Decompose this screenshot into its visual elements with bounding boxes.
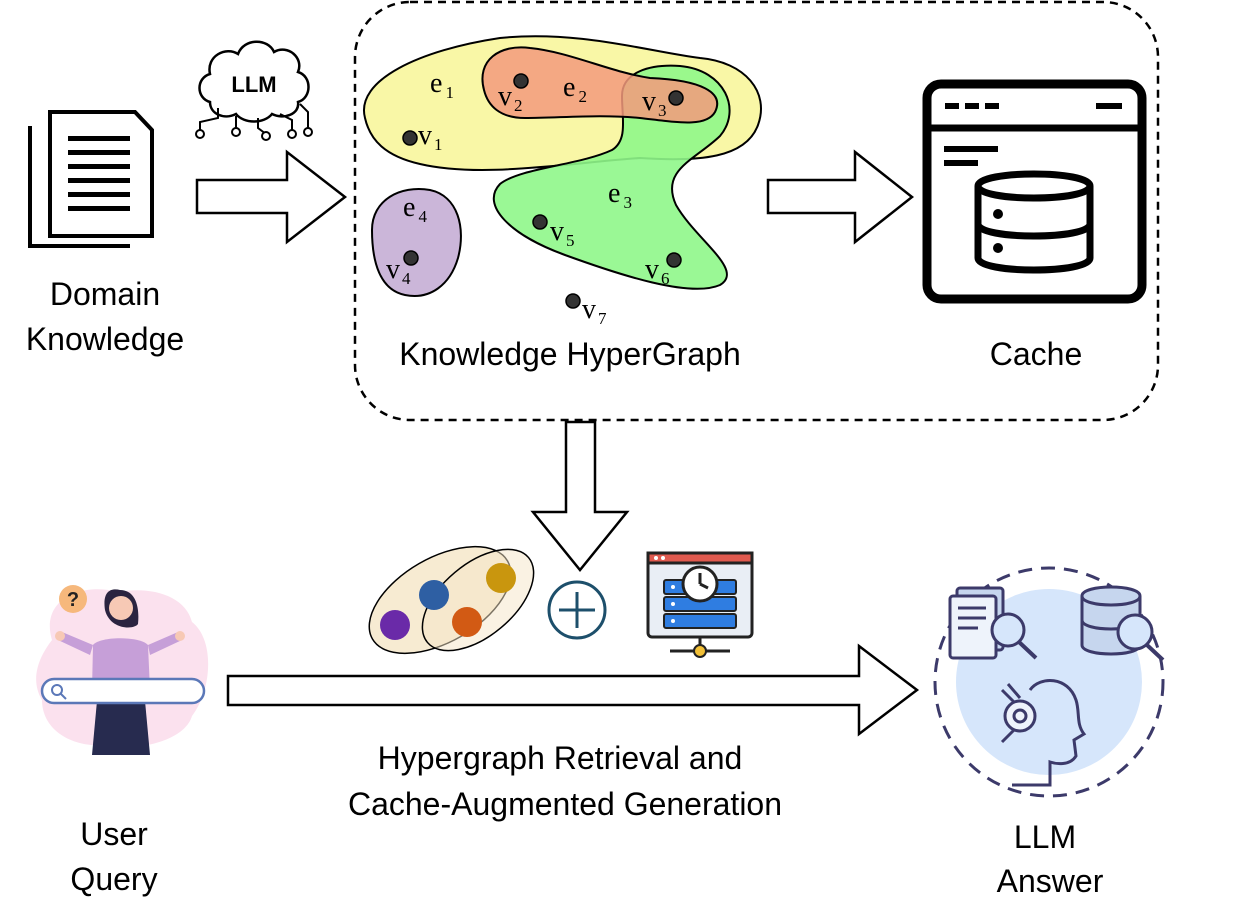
llm-brain-icon: LLM <box>195 40 313 141</box>
domain-knowledge-label-2: Knowledge <box>26 321 184 357</box>
hyperedge-e2 <box>481 46 719 124</box>
search-icon <box>51 684 63 696</box>
node-v3 <box>668 90 684 106</box>
dot-blue <box>419 580 449 610</box>
llm-answer-label-2: Answer <box>997 863 1104 899</box>
question-mark: ? <box>67 589 79 611</box>
cache-label: Cache <box>990 336 1083 372</box>
llm-answer-icon <box>933 566 1165 798</box>
node-v4 <box>403 250 419 266</box>
document-icon <box>28 110 154 248</box>
retrieval-label-1: Hypergraph Retrieval and <box>378 740 743 776</box>
mini-hypergraph-icon <box>368 545 535 655</box>
cache-server-icon <box>646 551 754 658</box>
arrow-to-hypergraph <box>195 149 348 245</box>
node-v2 <box>513 73 529 89</box>
node-v6 <box>666 252 682 268</box>
dashed-container <box>353 0 1160 422</box>
user-query-label-1: User <box>80 816 148 852</box>
cache-database-icon <box>922 79 1147 304</box>
node-v7 <box>565 293 581 309</box>
arrow-to-cache <box>766 149 915 245</box>
domain-knowledge-label-1: Domain <box>50 276 160 312</box>
llm-badge-text: LLM <box>231 72 276 97</box>
llm-answer-label-1: LLM <box>1014 819 1076 855</box>
arrow-to-llm <box>226 643 920 737</box>
knowledge-hypergraph-label: Knowledge HyperGraph <box>399 336 741 372</box>
dot-orange <box>452 607 482 637</box>
search-bar <box>40 677 206 705</box>
node-v1 <box>402 130 418 146</box>
node-v5 <box>532 214 548 230</box>
hyperedge-e4 <box>370 188 462 297</box>
user-query-label-2: Query <box>70 861 157 897</box>
user-query-illustration: ? <box>36 585 209 755</box>
arrow-down <box>530 420 630 572</box>
retrieval-label-2: Cache-Augmented Generation <box>348 786 782 822</box>
plus-circle-icon <box>547 580 607 640</box>
dot-gold <box>486 563 516 593</box>
dot-purple <box>380 610 410 640</box>
